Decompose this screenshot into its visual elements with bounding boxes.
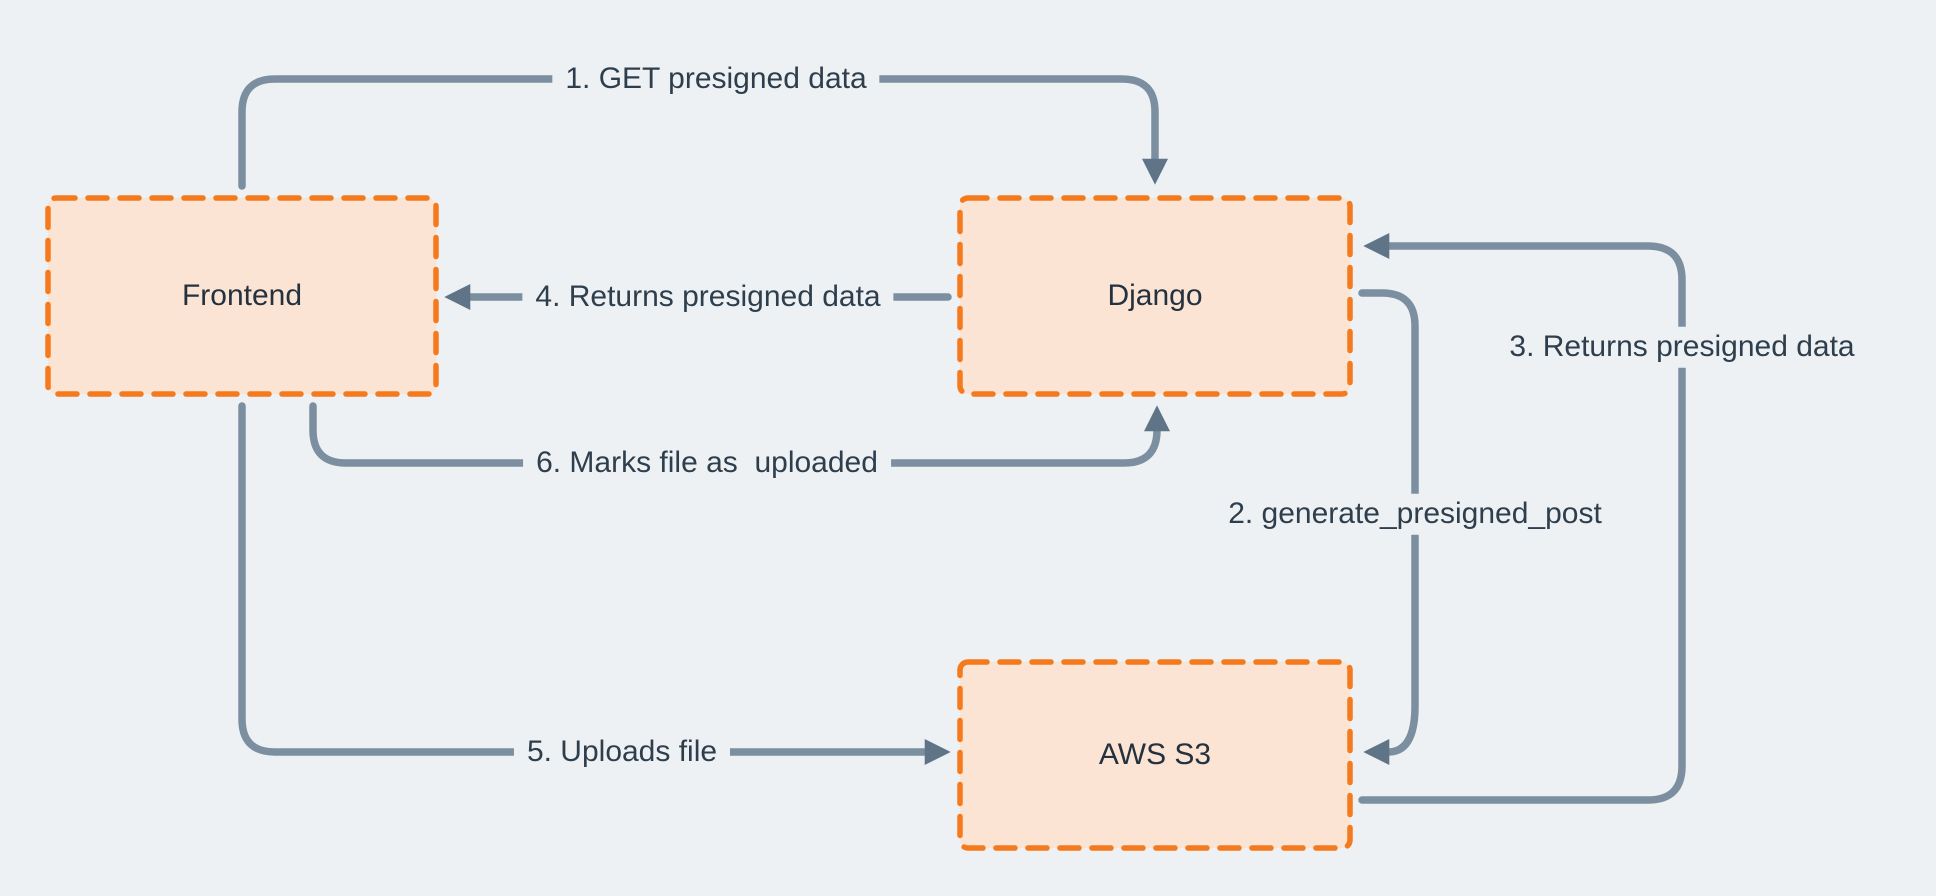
frontend-node-label: Frontend <box>181 278 303 312</box>
edge-label-4: 4. Returns presigned data <box>522 276 894 318</box>
frontend-node-box <box>45 195 439 397</box>
edge-label-1: 1. GET presigned data <box>552 58 880 100</box>
edge-arrow-3-returns-presigned-data <box>1358 233 1686 804</box>
edge-label-6: 6. Marks file as uploaded <box>523 442 891 484</box>
django-node-box <box>957 195 1353 397</box>
aws-s3-node-label: AWS S3 <box>1098 737 1212 771</box>
edge-arrow-5-uploads-file <box>238 402 951 765</box>
edge-label-2: 2. generate_presigned_post <box>1215 493 1615 535</box>
edge-label-5: 5. Uploads file <box>513 731 731 773</box>
edge-arrow-6-marks-file-uploaded <box>309 402 1170 467</box>
django-node-label: Django <box>1107 278 1203 312</box>
aws-s3-node-box <box>957 659 1353 851</box>
edge-label-3: 3. Returns presigned data <box>1496 326 1868 368</box>
